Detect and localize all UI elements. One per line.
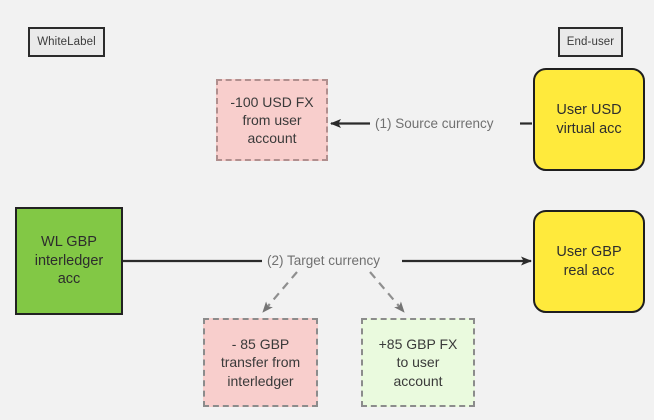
node-credit-gbp-fx[interactable]: +85 GBP FX to user account: [361, 318, 475, 407]
edge-target-to-credit-line: [369, 271, 405, 313]
node-user-gbp-real-acc[interactable]: User GBP real acc: [533, 210, 645, 313]
lane-tag-end-user-label: End-user: [566, 35, 615, 48]
node-user-usd-virtual-acc-label: User USD virtual acc: [556, 101, 622, 137]
node-user-gbp-real-acc-label: User GBP real acc: [556, 243, 622, 279]
edge-label-target-currency: (2) Target currency: [262, 253, 386, 268]
edge-label-target-currency-text: (2) Target currency: [267, 253, 381, 268]
node-user-usd-virtual-acc[interactable]: User USD virtual acc: [533, 68, 645, 171]
edge-target-to-debit: [262, 271, 298, 313]
node-credit-gbp-fx-label: +85 GBP FX to user account: [378, 336, 458, 389]
node-wl-gbp-interledger-acc[interactable]: WL GBP interledger acc: [15, 207, 123, 315]
edge-label-source-currency-text: (1) Source currency: [375, 116, 494, 131]
node-debit-gbp-transfer-label: - 85 GBP transfer from interledger: [220, 336, 301, 389]
node-debit-usd-fx-label: -100 USD FX from user account: [230, 93, 314, 147]
node-wl-gbp-interledger-acc-label: WL GBP interledger acc: [34, 233, 104, 288]
edge-label-source-currency: (1) Source currency: [370, 117, 499, 131]
lane-tag-whitelabel-label: WhiteLabel: [37, 35, 96, 48]
edge-target-to-credit: [369, 271, 405, 313]
node-debit-usd-fx[interactable]: -100 USD FX from user account: [216, 79, 328, 161]
lane-tag-end-user[interactable]: End-user: [558, 27, 623, 57]
lane-tag-whitelabel[interactable]: WhiteLabel: [28, 27, 105, 57]
edge-target-to-debit-line: [262, 271, 298, 313]
node-debit-gbp-transfer[interactable]: - 85 GBP transfer from interledger: [203, 318, 318, 407]
